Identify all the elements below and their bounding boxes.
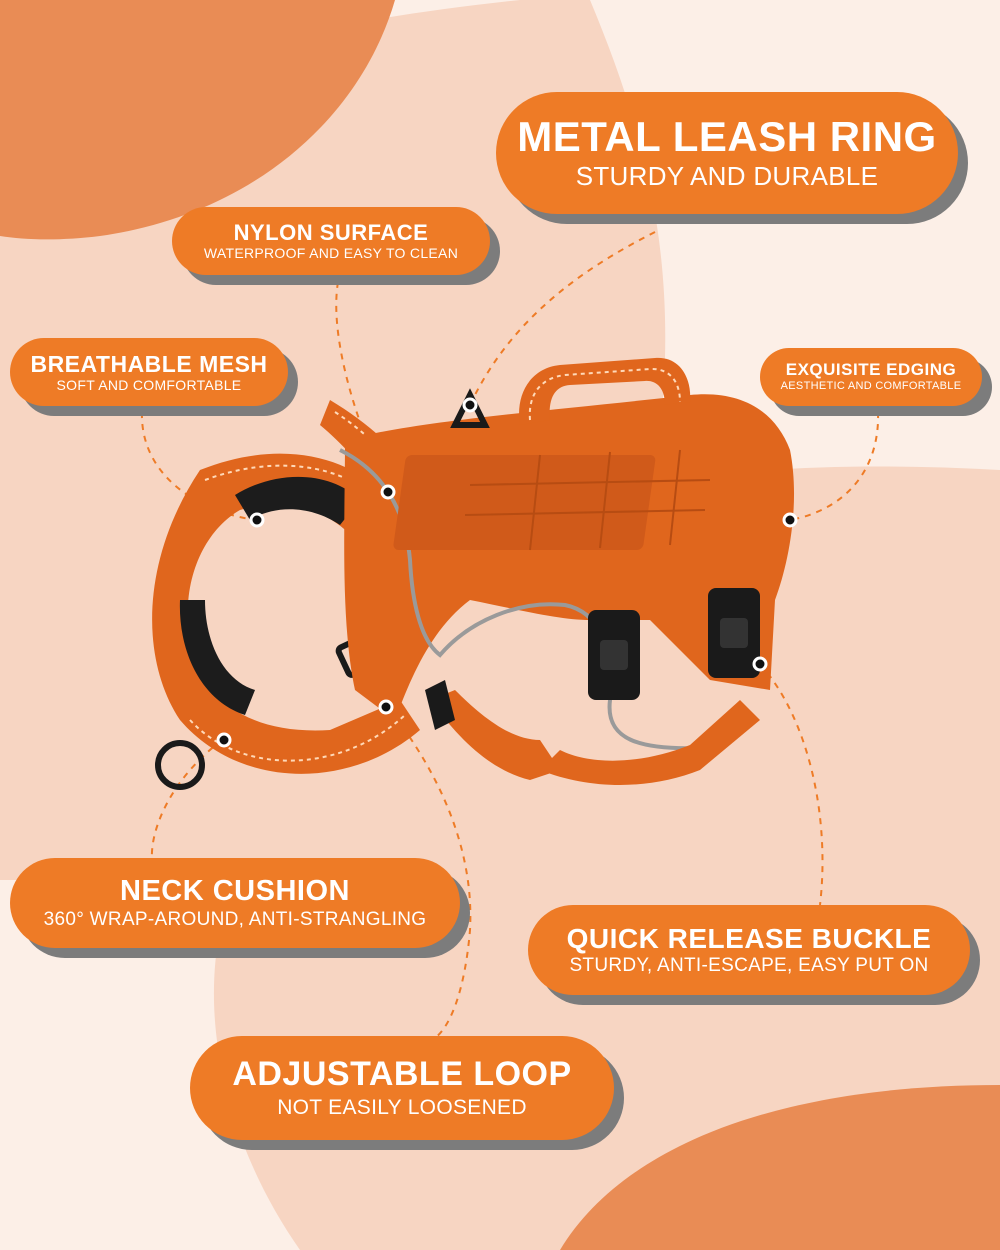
leader-exquisite-edging [789, 411, 880, 521]
callout-exquisite-edging: EXQUISITE EDGING AESTHETIC AND COMFORTAB… [760, 348, 992, 416]
callout-title: EXQUISITE EDGING [785, 360, 957, 380]
callout-adjustable-loop: ADJUSTABLE LOOP NOT EASILY LOOSENED [190, 1036, 624, 1150]
callout-title: QUICK RELEASE BUCKLE [566, 922, 932, 954]
callout-quick-release-buckle: QUICK RELEASE BUCKLE STURDY, ANTI-ESCAPE… [528, 905, 980, 1005]
metal-leash-ring-icon [450, 388, 490, 428]
top-handle [519, 357, 691, 425]
callout-title: NYLON SURFACE [233, 220, 429, 246]
marker-leash-ring [462, 397, 478, 413]
marker-neck-cushion [216, 732, 232, 748]
leader-quick-release-buckle [759, 663, 824, 906]
dark-blob-top-left [0, 0, 395, 240]
callout-title: NECK CUSHION [120, 875, 350, 908]
callout-subtitle: SOFT AND COMFORTABLE [56, 376, 242, 393]
callout-subtitle: STURDY, ANTI-ESCAPE, EASY PUT ON [569, 955, 929, 977]
handle-reflective-stitch [528, 367, 681, 421]
marker-exquisite-edging [782, 512, 798, 528]
leader-breathable-mesh [140, 411, 256, 521]
belly-strap-back [540, 700, 760, 785]
marker-breathable-mesh [249, 512, 265, 528]
callout-metal-leash-ring: METAL LEASH RING STURDY AND DURABLE [496, 92, 968, 224]
callout-neck-cushion: NECK CUSHION 360° WRAP-AROUND, ANTI-STRA… [10, 858, 470, 958]
callout-subtitle: WATERPROOF AND EASY TO CLEAN [203, 245, 459, 262]
callout-subtitle: STURDY AND DURABLE [575, 161, 879, 192]
breathable-mesh-pad-side [179, 600, 255, 715]
callout-nylon-surface: NYLON SURFACE WATERPROOF AND EASY TO CLE… [172, 207, 500, 285]
molle-velcro-panel [393, 455, 656, 550]
leader-neck-cushion [150, 739, 223, 861]
front-clip-icon [425, 680, 455, 730]
marker-nylon-surface [380, 484, 396, 500]
breathable-mesh-pad-top [235, 476, 360, 525]
callout-title: BREATHABLE MESH [30, 350, 268, 377]
dark-blob-bottom-right [560, 1085, 1000, 1250]
belly-strap-front [430, 690, 560, 780]
marker-quick-release-buckle [752, 656, 768, 672]
callout-breathable-mesh: BREATHABLE MESH SOFT AND COMFORTABLE [10, 338, 298, 416]
callout-subtitle: 360° WRAP-AROUND, ANTI-STRANGLING [43, 908, 427, 930]
callout-subtitle: NOT EASILY LOOSENED [277, 1095, 527, 1119]
callout-title: METAL LEASH RING [517, 113, 937, 161]
d-ring-icon [155, 740, 205, 790]
callout-subtitle: AESTHETIC AND COMFORTABLE [780, 380, 962, 393]
marker-adjustable-loop [378, 699, 394, 715]
callout-title: ADJUSTABLE LOOP [232, 1055, 572, 1094]
loop-reflective-stitch [189, 714, 406, 762]
